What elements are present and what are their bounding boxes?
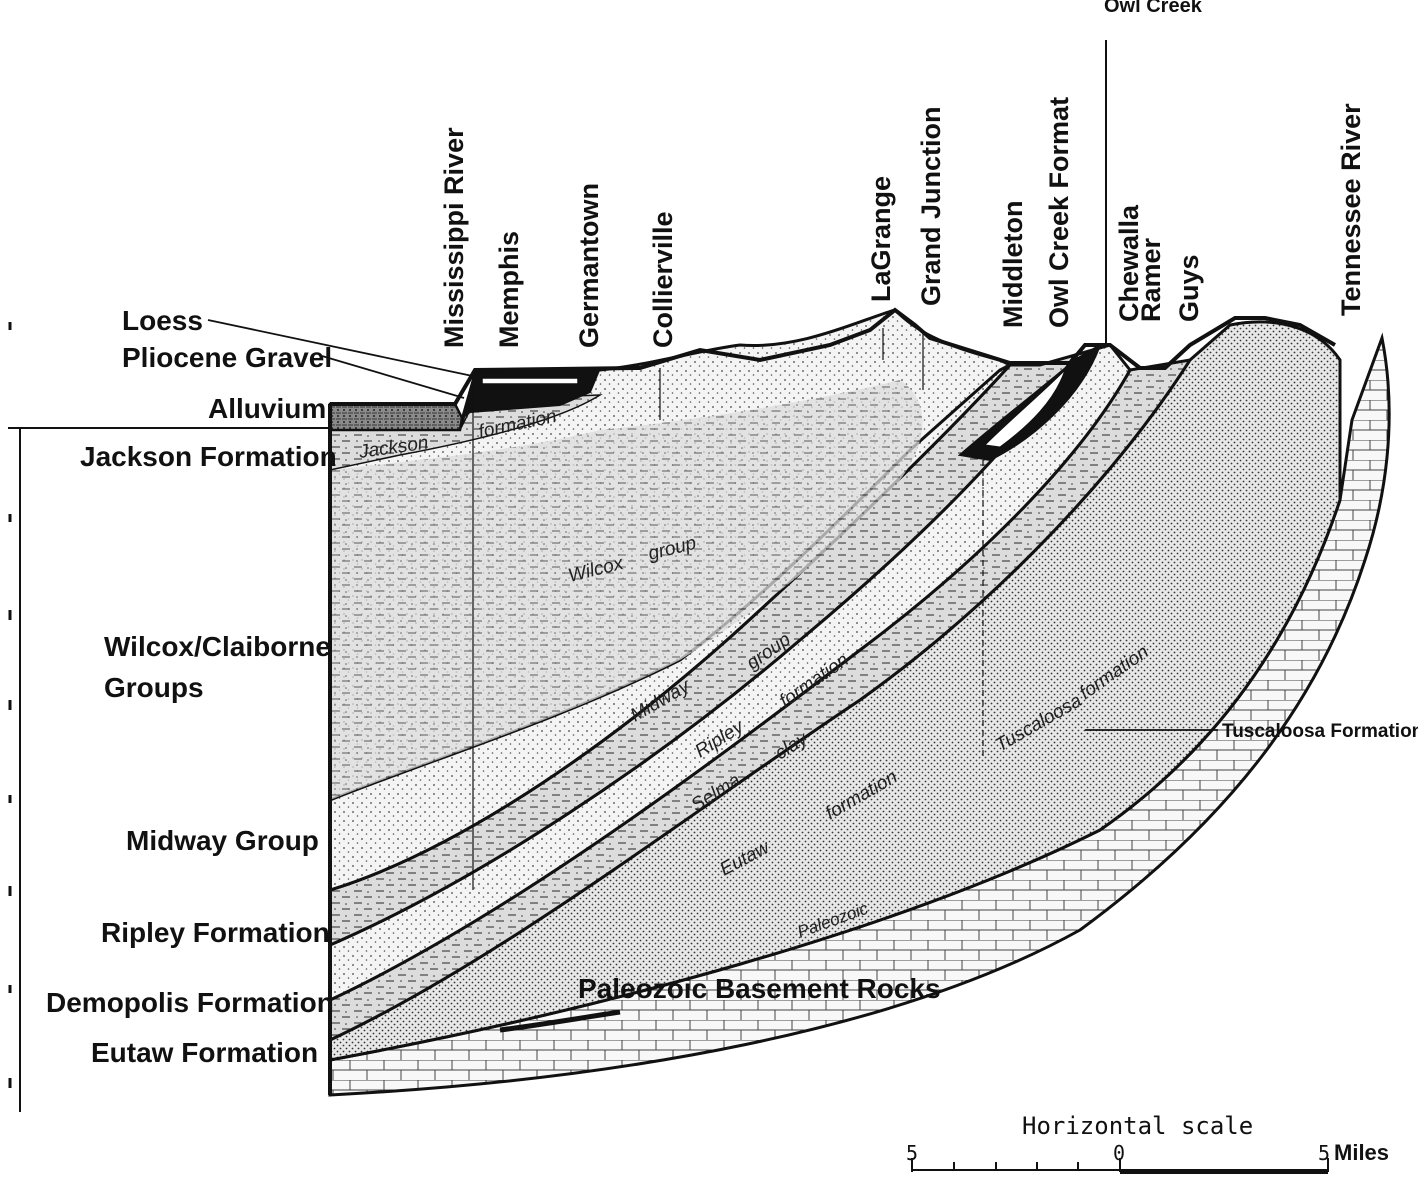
label-middleton: Middleton bbox=[998, 201, 1028, 328]
label-mississippi-river: Mississippi River bbox=[439, 127, 469, 348]
scale-mid-value: 0 bbox=[1113, 1141, 1125, 1165]
scale-unit: Miles bbox=[1334, 1140, 1389, 1165]
loess-layer bbox=[482, 378, 578, 384]
alluvium-layer bbox=[330, 404, 462, 430]
label-loess: Loess bbox=[122, 305, 203, 336]
leader-pliocene bbox=[322, 356, 464, 398]
label-eutaw-formation: Eutaw Formation bbox=[91, 1037, 318, 1068]
label-collierville: Collierville bbox=[648, 211, 678, 348]
label-alluvium: Alluvium bbox=[208, 393, 326, 424]
scale-left-value: 5 bbox=[906, 1141, 918, 1165]
label-cut-top: Owl Creek bbox=[1104, 0, 1203, 17]
label-guys: Guys bbox=[1174, 254, 1204, 322]
label-jackson-formation: Jackson Formation bbox=[80, 441, 337, 472]
label-germantown: Germantown bbox=[574, 183, 604, 348]
label-owl-creek-format: Owl Creek Format bbox=[1044, 97, 1074, 328]
label-demopolis-formation: Demopolis Formation bbox=[46, 987, 334, 1018]
label-ripley-formation: Ripley Formation bbox=[101, 917, 330, 948]
label-lagrange: LaGrange bbox=[866, 176, 896, 302]
label-memphis: Memphis bbox=[494, 231, 524, 348]
scale-right-value: 5 bbox=[1318, 1141, 1330, 1165]
horizontal-scale: Horizontal scale 5 0 5 Miles bbox=[906, 1112, 1389, 1172]
label-tennessee-river: Tennessee River bbox=[1336, 103, 1366, 316]
label-ramer: Ramer bbox=[1136, 237, 1166, 322]
label-grand-junction: Grand Junction bbox=[916, 106, 946, 306]
label-tuscaloosa-formation: Tuscaloosa Formation bbox=[1222, 721, 1418, 742]
label-groups: Groups bbox=[104, 672, 204, 703]
label-wilcox-claiborne: Wilcox/Claiborne bbox=[104, 631, 331, 662]
label-paleozoic-basement-rocks: Paleozoic Basement Rocks bbox=[578, 973, 941, 1004]
label-pliocene-gravel: Pliocene Gravel bbox=[122, 342, 332, 373]
label-midway-group: Midway Group bbox=[126, 825, 319, 856]
scale-title: Horizontal scale bbox=[1022, 1112, 1253, 1140]
